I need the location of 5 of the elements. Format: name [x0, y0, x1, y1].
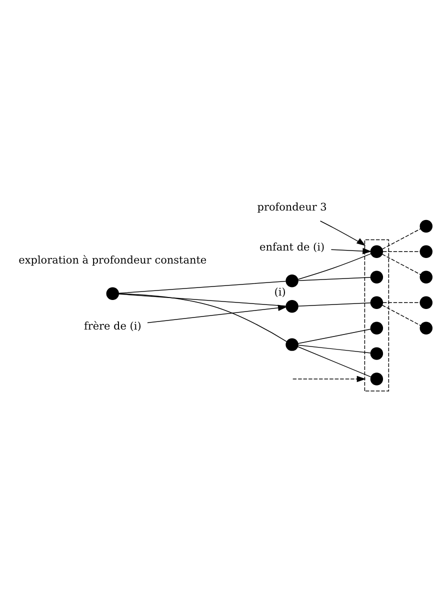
node-text: enfant de (i) — [260, 241, 325, 254]
node-label: (i) — [274, 286, 286, 298]
node-text: frère de (i) — [84, 320, 142, 332]
node-text: profondeur 3 — [257, 200, 327, 213]
label: exploration à profondeur constante — [18, 254, 207, 266]
